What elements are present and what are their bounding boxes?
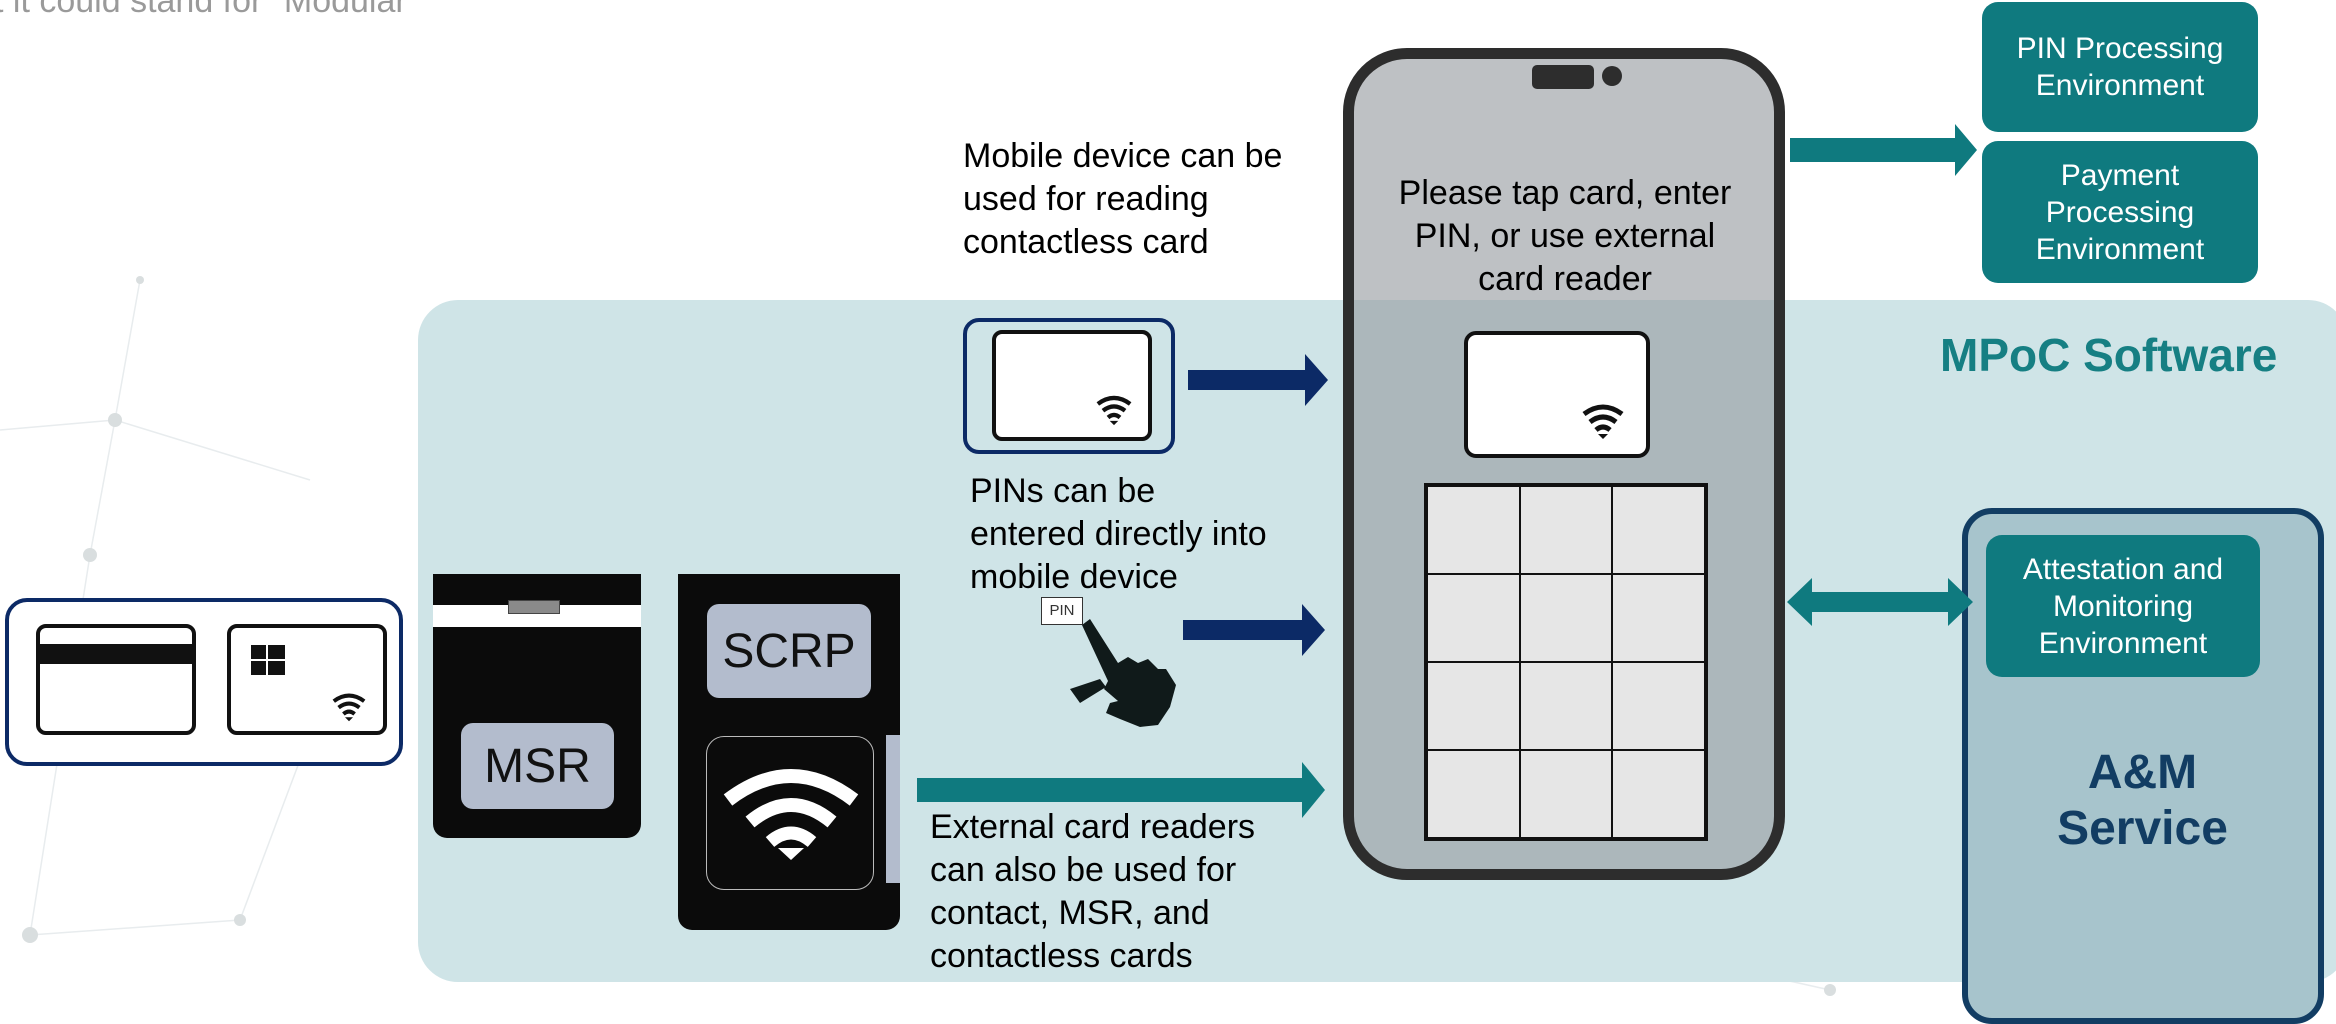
magstripe-card: [36, 624, 196, 735]
scrp-contactless-pad: [706, 736, 874, 890]
pin-tag: PIN: [1041, 597, 1083, 625]
keypad-key: [1612, 486, 1705, 574]
arrow-phone-am-bidirectional: [1787, 578, 1973, 626]
mpoc-software-label: MPoC Software: [1940, 329, 2278, 381]
contactless-card-frame: [963, 318, 1175, 454]
payment-processing-environment: Payment Processing Environment: [1982, 141, 2258, 283]
wifi-icon: [1582, 404, 1624, 439]
attestation-monitoring-environment: Attestation and Monitoring Environment: [1986, 535, 2260, 677]
pin-processing-environment: PIN Processing Environment: [1982, 2, 2258, 132]
cropped-heading-fragment: t it could stand for "Modular: [0, 0, 407, 20]
magnetic-stripe: [40, 644, 192, 664]
keypad-key: [1612, 750, 1705, 838]
phone-contactless-card: [1464, 331, 1650, 458]
caption-external-readers: External card readers can also be used f…: [930, 808, 1256, 975]
caption-pin-entry: PINs can be entered directly into mobile…: [970, 472, 1267, 596]
phone-message: Please tap card, enter PIN, or use exter…: [1398, 174, 1732, 298]
keypad-key: [1519, 750, 1613, 838]
caption-mobile-reading: Mobile device can be used for reading co…: [963, 137, 1283, 261]
arrow-pin-to-phone: [1183, 604, 1325, 656]
keypad-key: [1427, 574, 1520, 662]
am-service-label: A&M Service: [2057, 746, 2228, 855]
scrp-label: SCRP: [707, 604, 871, 698]
keypad-key: [1427, 486, 1520, 574]
keypad-key: [1427, 662, 1520, 750]
keypad-key: [1612, 662, 1705, 750]
keypad-key: [1519, 486, 1613, 574]
chip-card: [227, 624, 387, 735]
keypad-key: [1427, 750, 1520, 838]
wifi-icon: [723, 769, 859, 860]
chip-icon: [251, 645, 285, 675]
scrp-side-panel: [886, 735, 900, 883]
camera-icon: [1602, 66, 1622, 86]
hand-pointer-icon: [1070, 619, 1176, 727]
arrow-card-to-phone: [1188, 354, 1328, 406]
arrow-phone-to-environments: [1790, 124, 1977, 176]
phone-speaker: [1532, 65, 1594, 89]
msr-label: MSR: [461, 723, 614, 809]
keypad-key: [1519, 662, 1613, 750]
arrow-reader-to-phone: [917, 762, 1325, 818]
keypad-key: [1612, 574, 1705, 662]
msr-card-slot: [433, 605, 641, 627]
wifi-icon: [1096, 395, 1132, 426]
wifi-icon: [332, 693, 366, 722]
pin-keypad: [1424, 483, 1708, 841]
contactless-card: [992, 330, 1152, 441]
msr-slot-notch: [508, 600, 560, 614]
keypad-key: [1519, 574, 1613, 662]
